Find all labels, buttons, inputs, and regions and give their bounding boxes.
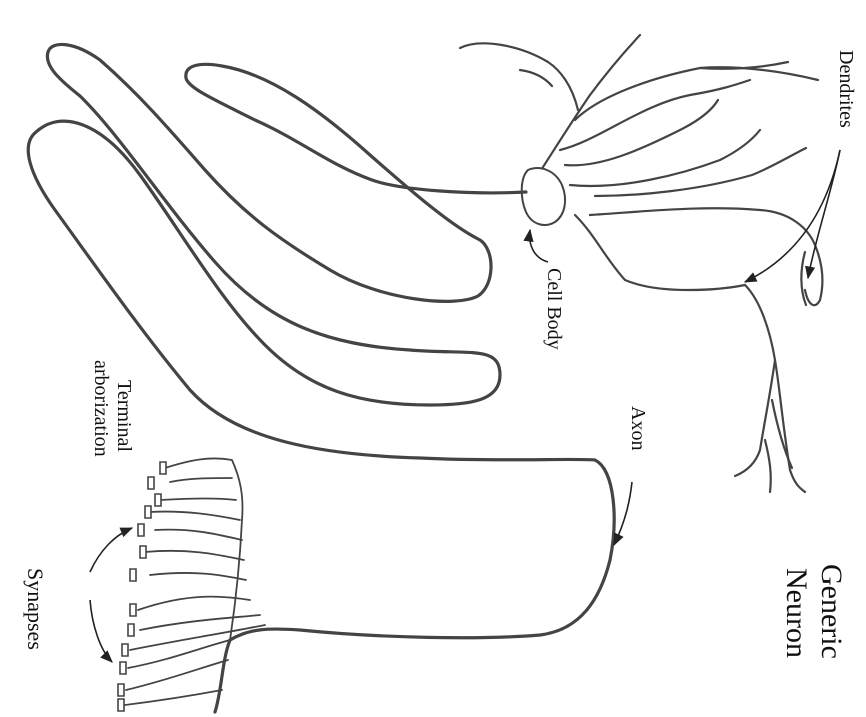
dendrite-branch-mid1	[560, 80, 750, 150]
terminal-branch	[150, 573, 246, 580]
axon	[28, 44, 614, 712]
title-line2: Neuron	[780, 568, 813, 658]
terminal-branch	[155, 530, 242, 540]
terminal-branch	[145, 551, 244, 560]
annotation-arrows	[90, 150, 840, 662]
synapses-label: Synapses	[23, 568, 48, 650]
terminal-branch	[160, 499, 236, 501]
terminal-arborization	[125, 458, 265, 705]
dendrites-label: Dendrites	[835, 50, 857, 128]
cell-body-label: Cell Body	[543, 268, 565, 350]
dendrite-branch-mid4	[595, 148, 806, 196]
terminal-label-line2: arborization	[90, 360, 112, 457]
dendrite-branch-hook	[460, 43, 578, 110]
terminal-branch	[138, 597, 250, 610]
synapse-knob	[140, 546, 146, 558]
synapses-arrow-2	[90, 600, 112, 662]
axon-path	[28, 44, 614, 712]
synapse-knob	[130, 604, 136, 616]
synapses	[118, 462, 166, 711]
cell-body-soma	[522, 168, 565, 225]
synapse-knob	[155, 494, 161, 506]
terminal-branch	[150, 512, 240, 520]
synapse-knob	[122, 644, 128, 656]
synapse-knob	[138, 524, 144, 536]
terminal-branch	[140, 615, 260, 630]
dendrites-arrow-2	[745, 150, 840, 282]
dendrite-branch-lower-fork2	[801, 252, 806, 305]
synapses-arrow-1	[90, 528, 132, 572]
axon-arrow	[614, 482, 632, 545]
axon-label: Axon	[627, 406, 649, 450]
synapse-knob	[128, 624, 134, 636]
synapse-knob	[120, 662, 126, 674]
synapse-knob	[130, 569, 136, 581]
terminal-branch	[125, 690, 222, 705]
labels: Dendrites Cell Body Axon Terminal arbori…	[23, 50, 857, 659]
synapse-knob	[118, 684, 124, 696]
dendrite-branch-top2	[700, 62, 788, 69]
dendrite-branch-down	[575, 215, 745, 290]
terminal-branch	[170, 478, 232, 482]
synapse-knob	[160, 462, 166, 474]
title-line1: Generic	[815, 564, 848, 659]
terminal-branch	[165, 458, 243, 640]
dendrite-branch-lower	[590, 208, 815, 245]
synapse-knob	[148, 477, 154, 489]
synapse-knob	[118, 699, 124, 711]
cell-body-arrow	[530, 230, 548, 262]
dendrite-branch-hook2	[520, 70, 552, 86]
synapse-knob	[145, 506, 151, 518]
terminal-label-line1: Terminal	[113, 380, 135, 452]
dendrite-branch-tail4	[765, 440, 771, 492]
